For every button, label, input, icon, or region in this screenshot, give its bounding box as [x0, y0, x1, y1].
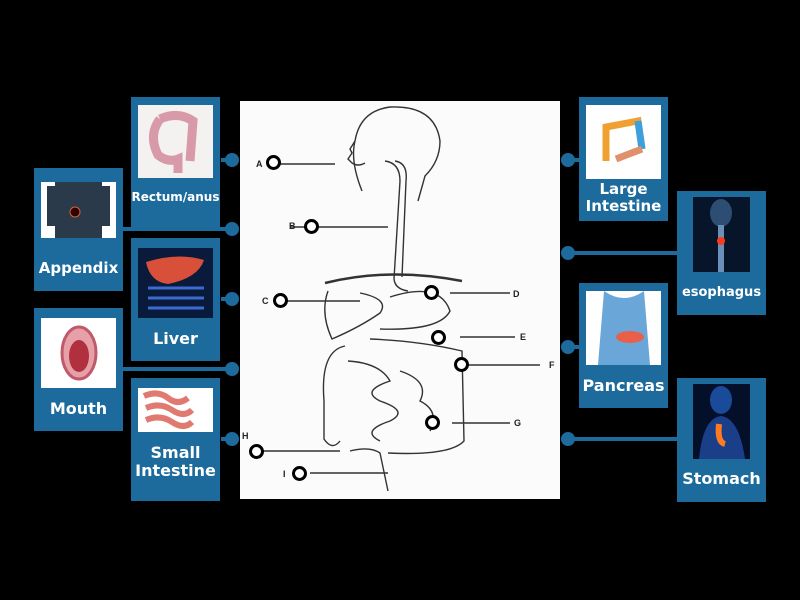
drop-pin-g[interactable]: [425, 415, 440, 430]
esophagus-image: [693, 197, 750, 272]
connector-dot: [225, 432, 239, 446]
answer-card-large-intestine[interactable]: Large Intestine: [579, 97, 668, 221]
mouth-image: [41, 318, 116, 388]
connector-line: [571, 158, 579, 162]
card-label: Liver: [153, 329, 198, 348]
diagram-letter-h: H: [242, 431, 249, 441]
drop-pin-d[interactable]: [424, 285, 439, 300]
diagram-letter-i: I: [283, 469, 286, 479]
diagram-letter-a: A: [256, 159, 263, 169]
connector-line: [571, 251, 677, 255]
card-label: Large Intestine: [585, 180, 662, 215]
drop-pin-i[interactable]: [292, 466, 307, 481]
connector-dot: [225, 222, 239, 236]
stomach-image: [693, 384, 750, 459]
drop-pin-h[interactable]: [249, 444, 264, 459]
drop-pin-e[interactable]: [431, 330, 446, 345]
card-label: Small Intestine: [135, 443, 216, 480]
connector-dot: [225, 292, 239, 306]
answer-card-pancreas[interactable]: Pancreas: [579, 283, 668, 408]
connector-dot: [561, 246, 575, 260]
card-label: Mouth: [49, 399, 108, 418]
drop-pin-a[interactable]: [266, 155, 281, 170]
card-label: Stomach: [682, 469, 761, 488]
card-label: Rectum/anus: [131, 190, 220, 204]
small-intestine-image: [138, 388, 213, 432]
diagram-letter-c: C: [262, 296, 269, 306]
answer-card-mouth[interactable]: Mouth: [34, 308, 123, 431]
answer-card-appendix[interactable]: Appendix: [34, 168, 123, 291]
liver-image: [138, 248, 213, 318]
diagram-letter-f: F: [549, 360, 555, 370]
connector-line: [571, 345, 579, 349]
connector-line: [571, 437, 677, 441]
appendix-xray-image: [41, 182, 116, 238]
connector-line: [221, 158, 229, 162]
diagram-letter-e: E: [520, 332, 527, 342]
connector-dot: [561, 432, 575, 446]
large-intestine-image: [586, 105, 661, 179]
connector-dot: [561, 153, 575, 167]
pancreas-image: [586, 291, 661, 365]
answer-card-rectum-anus[interactable]: Rectum/anus: [131, 97, 220, 227]
card-label: Pancreas: [582, 376, 665, 395]
colon-anatomy-image: [138, 105, 213, 178]
drop-pin-f[interactable]: [454, 357, 469, 372]
diagram-letter-b: B: [289, 221, 296, 231]
connector-line: [123, 367, 229, 371]
answer-card-esophagus[interactable]: esophagus: [677, 191, 766, 315]
drop-pin-b[interactable]: [304, 219, 319, 234]
answer-card-liver[interactable]: Liver: [131, 238, 220, 361]
connector-dot: [225, 362, 239, 376]
diagram-letter-d: D: [513, 289, 520, 299]
drop-pin-c[interactable]: [273, 293, 288, 308]
card-label: esophagus: [681, 285, 762, 300]
connector-dot: [561, 340, 575, 354]
connector-line: [123, 227, 229, 231]
answer-card-small-intestine[interactable]: Small Intestine: [131, 378, 220, 501]
answer-card-stomach[interactable]: Stomach: [677, 378, 766, 502]
diagram-letter-g: G: [514, 418, 522, 428]
digestive-system-diagram: A B C D E F G H I: [240, 101, 560, 499]
connector-dot: [225, 153, 239, 167]
card-label: Appendix: [38, 259, 119, 277]
